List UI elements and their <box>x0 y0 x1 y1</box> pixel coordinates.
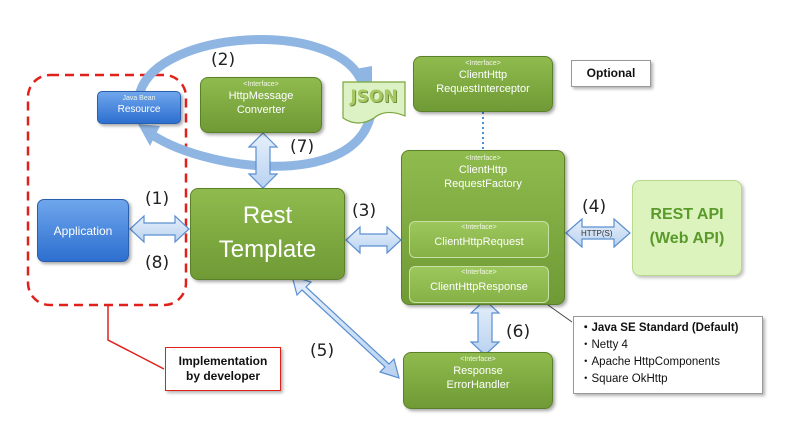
error-handler-line2: ErrorHandler <box>446 379 510 391</box>
client-http-request-label: ClientHttpRequest <box>434 236 524 248</box>
impl-item-java: ・Java SE Standard (Default) <box>580 322 739 334</box>
factory-line2: RequestFactory <box>444 178 522 190</box>
rest-template-line1: Rest <box>242 202 293 229</box>
resource-box: Java Bean Resource <box>97 91 181 124</box>
impl-item-apache: ・Apache HttpComponents <box>580 356 720 368</box>
application-box: Application <box>37 199 129 262</box>
arrow-converter-rest <box>247 132 279 189</box>
serialize-arrow <box>135 35 365 97</box>
http-message-converter-line1: HttpMessage <box>228 90 294 102</box>
client-http-request-tag: <Interface> <box>461 224 497 231</box>
factory-tag: <Interface> <box>465 155 501 162</box>
resource-label: Resource <box>117 104 161 115</box>
resource-tag: Java Bean <box>122 95 156 102</box>
json-label: JSON <box>350 87 398 107</box>
client-http-request-interceptor-box: <Interface> ClientHttp RequestIntercepto… <box>413 56 553 112</box>
implementation-line1: Implementation <box>178 354 268 368</box>
client-http-response-tag: <Interface> <box>461 269 497 276</box>
step-4: (4) <box>582 197 607 217</box>
step-1: (1) <box>145 189 170 209</box>
error-handler-tag: <Interface> <box>460 356 496 363</box>
json-document <box>342 81 406 124</box>
json-label-wrap: JSON <box>343 84 405 110</box>
interceptor-tag: <Interface> <box>465 60 501 67</box>
response-error-handler-box: <Interface> Response ErrorHandler <box>403 352 553 409</box>
http-label: HTTP(S) <box>581 229 613 238</box>
rest-template-line2: Template <box>218 236 317 263</box>
rest-api-line2: (Web API) <box>649 230 725 247</box>
arrow-factory-error <box>469 299 501 356</box>
client-http-response-box: <Interface> ClientHttpResponse <box>409 266 549 303</box>
implementation-note: Implementation by developer <box>165 347 281 391</box>
factory-line1: ClientHttp <box>458 164 508 176</box>
list-connector <box>547 304 573 323</box>
step-7: (7) <box>290 137 315 157</box>
application-label: Application <box>53 223 113 238</box>
implementations-list: ・Java SE Standard (Default) ・Netty 4 ・Ap… <box>573 316 763 394</box>
implementation-region <box>26 73 188 307</box>
arrow-app-rest <box>129 214 190 244</box>
note-connector <box>107 305 165 370</box>
optional-note: Optional <box>571 60 651 87</box>
step-8: (8) <box>145 253 170 273</box>
client-http-response-label: ClientHttpResponse <box>430 281 528 293</box>
http-message-converter-tag: <Interface> <box>243 81 279 88</box>
rest-api-box: REST API (Web API) <box>632 180 742 276</box>
deserialize-arrow <box>143 113 375 171</box>
rest-template-box: Rest Template <box>190 188 345 280</box>
arrow-rest-factory <box>345 225 402 255</box>
http-message-converter-box: <Interface> HttpMessage Converter <box>200 77 322 133</box>
step-3: (3) <box>352 201 377 221</box>
step-2: (2) <box>211 50 236 70</box>
interceptor-line1: ClientHttp <box>458 69 508 81</box>
implementation-line2: by developer <box>185 369 261 383</box>
impl-item-netty: ・Netty 4 <box>580 339 628 351</box>
impl-item-okhttp: ・Square OkHttp <box>580 373 668 385</box>
step-5: (5) <box>310 341 335 361</box>
interceptor-line2: RequestInterceptor <box>436 83 530 95</box>
arrow-factory-api <box>565 217 631 249</box>
step-6: (6) <box>506 322 531 342</box>
error-handler-line1: Response <box>453 365 503 377</box>
rest-api-line1: REST API <box>650 206 724 223</box>
http-message-converter-line2: Converter <box>236 104 286 116</box>
optional-label: Optional <box>586 66 636 80</box>
arrow-rest-error <box>291 275 400 379</box>
client-http-request-box: <Interface> ClientHttpRequest <box>409 221 549 258</box>
